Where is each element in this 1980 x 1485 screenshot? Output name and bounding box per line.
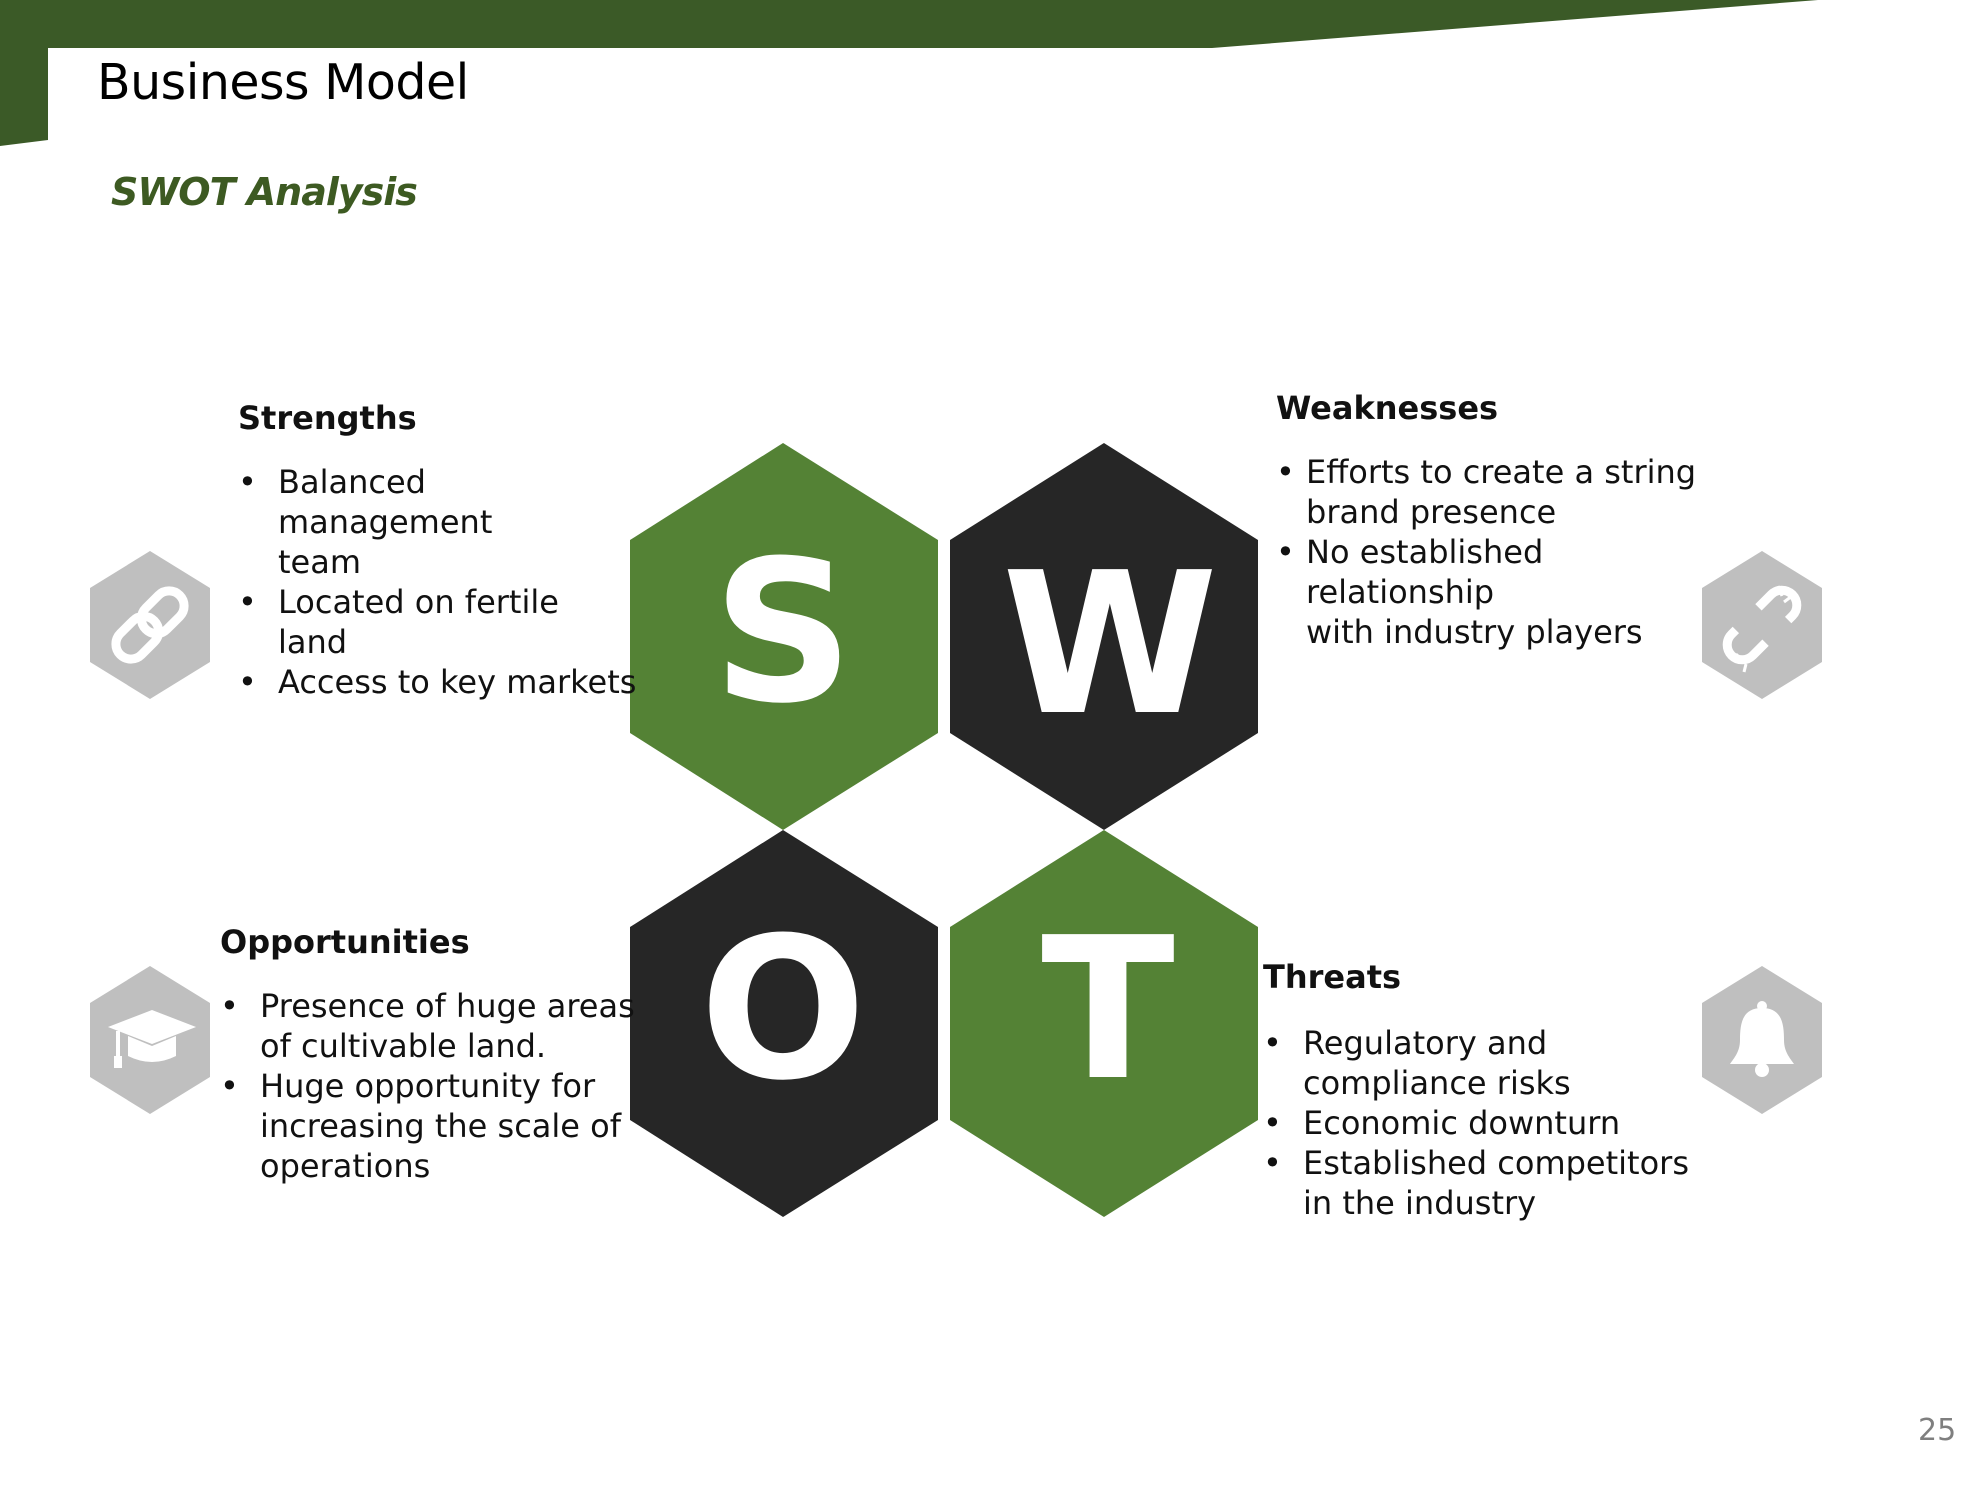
- letter-w: W: [1002, 531, 1218, 759]
- threats-block: Threats Regulatory and compliance risks …: [1263, 957, 1703, 1223]
- threats-heading: Threats: [1263, 958, 1402, 996]
- bell-icon: [1702, 966, 1822, 1114]
- hexagon-s: S: [630, 443, 938, 830]
- strengths-heading: Strengths: [238, 399, 417, 437]
- weaknesses-list: Efforts to create a string brand presenc…: [1276, 452, 1736, 652]
- opportunities-list: Presence of huge areas of cultivable lan…: [220, 986, 640, 1186]
- link-icon: [90, 551, 210, 699]
- letter-o: O: [700, 896, 867, 1124]
- graduation-cap-icon: [90, 966, 210, 1114]
- strengths-block: Strengths Balanced management team Locat…: [238, 398, 638, 702]
- page-title: Business Model: [97, 54, 469, 111]
- opportunities-block: Opportunities Presence of huge areas of …: [220, 922, 640, 1186]
- list-item: Located on fertile land: [238, 582, 638, 662]
- list-item: Regulatory and compliance risks: [1263, 1023, 1703, 1103]
- list-item: Presence of huge areas of cultivable lan…: [220, 986, 640, 1066]
- section-subtitle: SWOT Analysis: [111, 170, 418, 214]
- weaknesses-heading: Weaknesses: [1276, 389, 1499, 427]
- page-number: 25: [1918, 1413, 1957, 1448]
- letter-t: T: [1041, 896, 1175, 1124]
- list-item: Balanced management team: [238, 462, 638, 582]
- opportunities-heading: Opportunities: [220, 923, 470, 961]
- list-item: Established competitors in the industry: [1263, 1143, 1703, 1223]
- hexagon-w: W: [950, 443, 1258, 830]
- list-item: Access to key markets: [238, 662, 638, 702]
- strengths-list: Balanced management team Located on fert…: [238, 462, 638, 702]
- threats-list: Regulatory and compliance risks Economic…: [1263, 1023, 1703, 1223]
- hexagon-t: T: [950, 830, 1258, 1217]
- list-item: Economic downturn: [1263, 1103, 1703, 1143]
- list-item: No established relationship with industr…: [1276, 532, 1736, 652]
- letter-s: S: [712, 519, 853, 747]
- list-item: Huge opportunity for increasing the scal…: [220, 1066, 640, 1186]
- header-band: [0, 0, 1818, 146]
- list-item: Efforts to create a string brand presenc…: [1276, 452, 1736, 532]
- weaknesses-block: Weaknesses Efforts to create a string br…: [1276, 388, 1736, 652]
- hexagon-o: O: [630, 830, 938, 1217]
